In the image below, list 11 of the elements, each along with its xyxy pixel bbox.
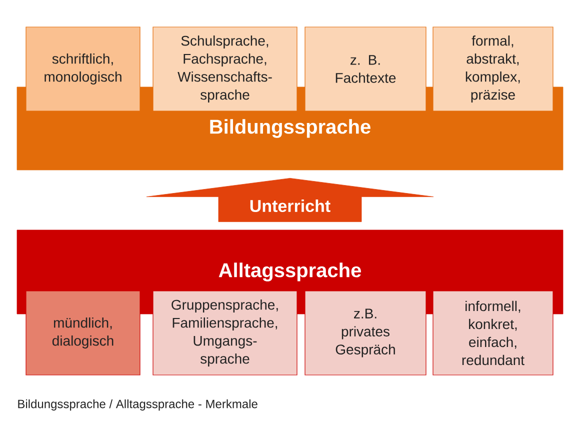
feature-box: Gruppensprache, Familiensprache, Umgangs- sprache: [152, 290, 298, 376]
block-arrow: [146, 178, 434, 222]
edge-label: Unterricht: [250, 200, 330, 212]
feature-box: schriftlich, monologisch: [26, 26, 140, 112]
caption: Bildungssprache / Alltagssprache - Merkmale: [18, 399, 258, 411]
feature-box: formal, abstrakt, komplex, präzise: [432, 26, 554, 112]
feature-box: mündlich, dialogisch: [26, 290, 140, 376]
feature-box: z. B. Fachtexte: [304, 26, 426, 112]
feature-box: informell, konkret, einfach, redundant: [432, 290, 554, 376]
feature-box: z.B. privates Gespräch: [304, 290, 426, 376]
feature-box: Schulsprache, Fachsprache, Wissenschafts- sprache: [152, 26, 298, 112]
